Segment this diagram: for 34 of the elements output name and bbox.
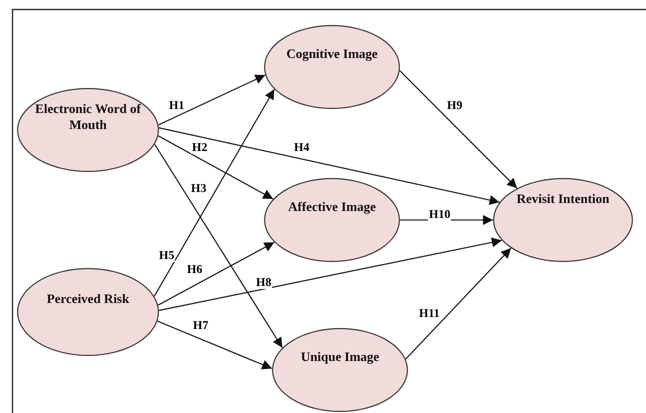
hypothesis-label: H6 xyxy=(186,263,204,276)
hypothesis-label: H3 xyxy=(190,182,208,195)
construct-label: Perceived Risk xyxy=(46,291,130,307)
construct-label: Affective Image xyxy=(287,199,377,215)
construct-ellipse xyxy=(493,178,633,262)
arrow xyxy=(405,248,512,360)
construct-ellipse xyxy=(272,328,408,412)
arrow xyxy=(158,242,275,306)
arrow xyxy=(158,237,502,311)
arrow xyxy=(157,320,272,370)
hypothesis-label: H11 xyxy=(418,307,441,320)
hypothesis-label: H7 xyxy=(192,319,210,332)
arrow xyxy=(158,127,500,205)
construct-ellipse xyxy=(17,88,159,172)
hypothesis-label: H1 xyxy=(168,99,186,112)
construct-ellipse xyxy=(17,268,159,356)
arrow xyxy=(399,70,518,189)
hypothesis-label: H5 xyxy=(158,249,176,262)
arrow xyxy=(154,88,275,296)
arrow xyxy=(158,74,266,126)
construct-label: Cognitive Image xyxy=(285,46,379,62)
hypothesis-label: H2 xyxy=(191,141,208,154)
hypothesis-label: H4 xyxy=(293,141,310,154)
arrow xyxy=(154,144,283,348)
hypothesis-label: H10 xyxy=(428,208,452,221)
construct-ellipse xyxy=(264,178,400,262)
construct-label: Revisit Intention xyxy=(516,191,610,207)
arrow xyxy=(400,215,493,225)
construct-ellipse xyxy=(264,25,400,109)
construct-label: Electronic Word of Mouth xyxy=(34,101,142,133)
arrow xyxy=(158,135,274,200)
construct-label: Unique Image xyxy=(300,349,380,365)
hypothesis-label: H8 xyxy=(255,276,272,289)
hypothesis-label: H9 xyxy=(446,99,464,112)
